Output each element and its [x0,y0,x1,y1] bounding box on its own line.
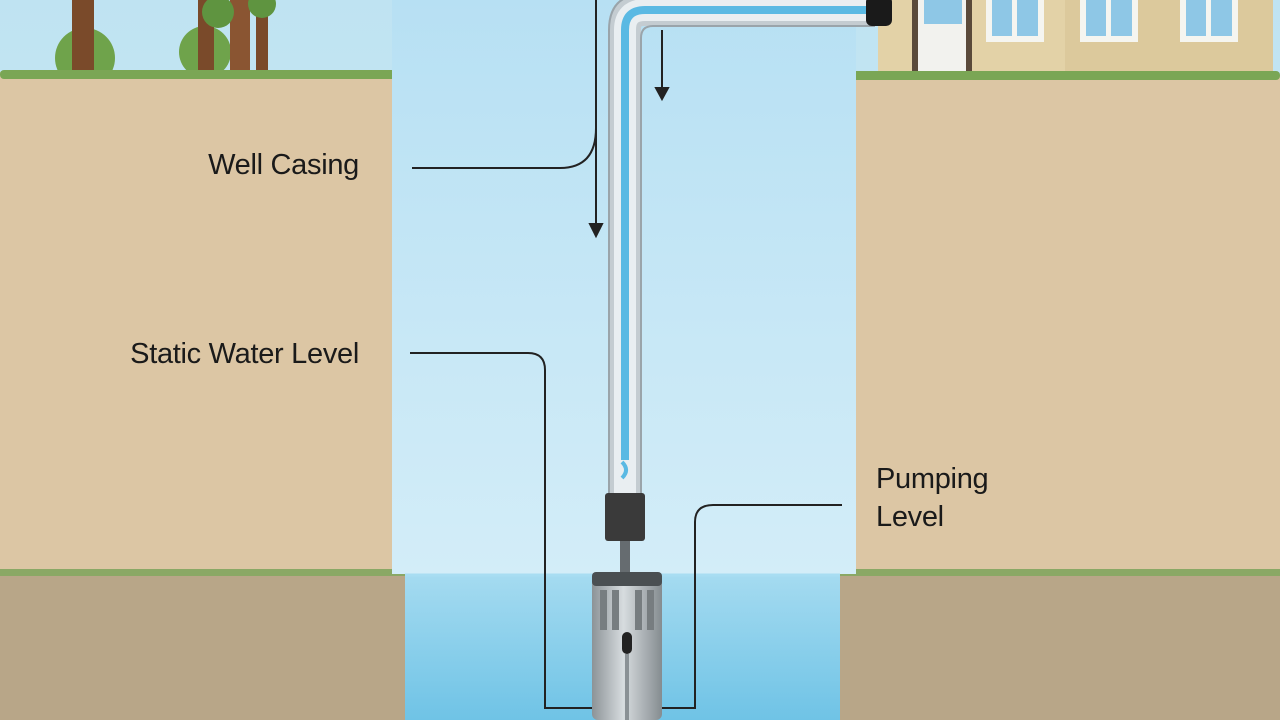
pumping-level-leader [662,504,842,709]
well-casing-label: Well Casing [208,149,359,181]
static-water-level-label: Static Water Level [130,338,359,370]
pumping-level-label-line2: Level [876,501,944,533]
right-soil [840,71,1280,720]
water-drop [620,460,628,480]
house-icon [878,0,1273,76]
submersible-pump-icon [592,493,662,720]
left-soil [0,70,405,720]
pipe-end-cap [866,0,892,26]
well-casing-leader [412,0,597,169]
static-water-level-leader [410,352,592,709]
discharge-pipe [608,0,875,500]
leader-lines [410,0,842,709]
pumping-level-label: Pumping Level [876,460,989,536]
pumping-level-label-line1: Pumping [876,463,989,495]
